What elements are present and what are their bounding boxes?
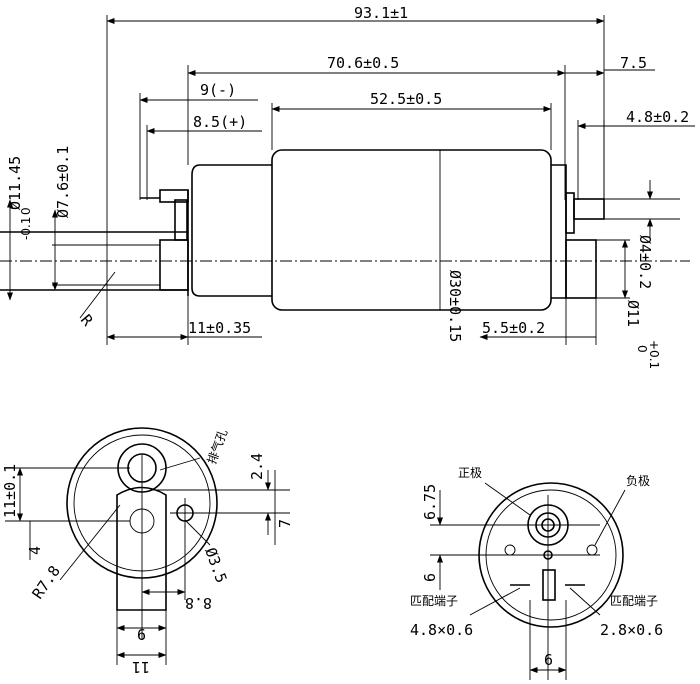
- dim-can-length: 52.5±0.5: [370, 90, 442, 108]
- dim-width-6: 6: [137, 626, 146, 644]
- left-terminal-label: 匹配端子: [410, 594, 458, 608]
- dim-pos-terminal: 8.5(+): [193, 113, 247, 131]
- dim-inlet-tol-lower: -0.1: [19, 217, 33, 240]
- end-view-right: 正极 负极 匹配端子 4.8×0.6 匹配端子 2.8×0.6 6.75 6 6: [410, 466, 663, 680]
- end-view-left: 11±0.1 4 R7.8 排气孔 2.4 7 Ø3.5 8.8 6 11: [1, 427, 294, 676]
- dim-end-length: 7.5: [620, 54, 647, 72]
- dim-outlet-tol-lower: 0: [635, 345, 649, 353]
- side-view: 93.1±1 70.6±0.5 7.5 52.5±0.5 9(-) 8.5(+)…: [0, 4, 695, 369]
- dim-neg-terminal: 9(-): [200, 81, 236, 99]
- dim-overall-length: 93.1±1: [354, 4, 408, 22]
- dim-outlet-body-dia: Ø11: [624, 300, 642, 327]
- dim-outlet-tol-upper: +0.1: [647, 340, 661, 369]
- dim-4: 4: [26, 546, 44, 555]
- dim-outlet-length: 5.5±0.2: [482, 319, 545, 337]
- dim-body-diameter: Ø30±0.15: [446, 270, 464, 342]
- left-terminal-size: 4.8×0.6: [410, 621, 473, 639]
- dim-7: 7: [276, 519, 294, 528]
- dim-radius-r: R: [77, 311, 97, 330]
- dim-outlet-diameter: Ø4±0.2: [636, 235, 654, 289]
- dim-6-75: 6.75: [421, 484, 439, 520]
- dim-inlet-length: 11±0.35: [188, 319, 251, 337]
- positive-label: 正极: [458, 466, 482, 480]
- right-terminal-label: 匹配端子: [610, 594, 658, 608]
- dim-8-8: 8.8: [185, 594, 212, 612]
- dim-inner-diameter: Ø7.6±0.1: [54, 146, 72, 218]
- dim-11-01: 11±0.1: [1, 464, 19, 518]
- vent-hole-label: 排气孔: [204, 427, 230, 466]
- dim-hole-dia: Ø3.5: [201, 545, 230, 585]
- dim-2-4: 2.4: [248, 453, 266, 480]
- dim-r7-8: R7.8: [29, 562, 64, 602]
- dim-outlet-stub: 4.8±0.2: [626, 108, 689, 126]
- dim-6-right: 6: [421, 573, 439, 582]
- dim-width-11: 11: [132, 658, 150, 676]
- dim-inlet-tol-upper: 0: [19, 207, 33, 215]
- right-terminal-size: 2.8×0.6: [600, 621, 663, 639]
- dim-bottom-6: 6: [544, 651, 553, 669]
- dim-inlet-diameter: Ø11.45: [6, 156, 24, 210]
- negative-label: 负极: [626, 474, 650, 488]
- dim-body-length: 70.6±0.5: [327, 54, 399, 72]
